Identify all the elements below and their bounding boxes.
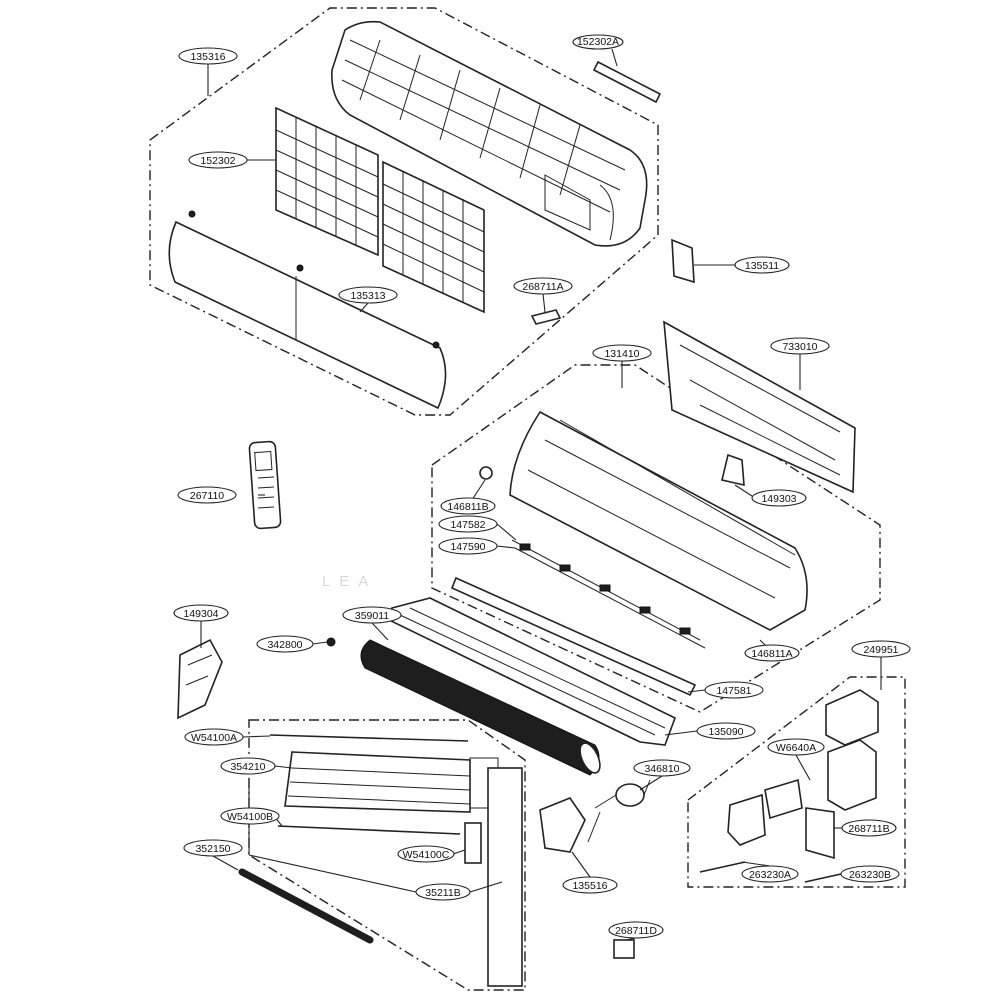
callout-label-346810: 346810 xyxy=(633,759,691,777)
front-cover-panel-part xyxy=(168,210,447,410)
callout-label-263230A: 263230A xyxy=(741,865,799,883)
label-sticker-part xyxy=(613,939,635,959)
air-filter-part xyxy=(275,106,485,314)
callout-text: 359011 xyxy=(355,610,389,622)
chassis-part xyxy=(509,410,808,631)
callout-text: 131410 xyxy=(604,348,639,360)
evaporator-part xyxy=(284,751,499,813)
bearing-holder-part xyxy=(326,637,336,647)
callout-text: 268711A xyxy=(522,281,563,293)
left-holder-part xyxy=(177,638,223,720)
callout-text: 152302 xyxy=(200,155,235,167)
callout-text: 268711B xyxy=(848,823,889,835)
callout-text: 263230A xyxy=(749,869,791,881)
callout-label-354210: 354210 xyxy=(220,757,276,775)
pipe-b-part xyxy=(277,825,461,835)
callout-text: 149303 xyxy=(761,493,796,505)
callout-text: 152302A xyxy=(577,36,619,48)
callout-text: 268711D xyxy=(615,925,657,937)
callout-label-35211B: 35211B xyxy=(415,883,471,901)
callout-label-147582: 147582 xyxy=(438,515,498,533)
callout-text: 35211B xyxy=(425,887,460,899)
callout-label-152302: 152302 xyxy=(188,151,248,169)
callout-label-249951: 249951 xyxy=(851,640,911,658)
installation-plate-part xyxy=(663,320,856,494)
callout-label-268711B: 268711B xyxy=(841,819,897,837)
callout-text: 135516 xyxy=(572,880,607,892)
callout-text: 352150 xyxy=(195,843,230,855)
callout-label-146811B: 146811B xyxy=(440,497,496,515)
bearing-part xyxy=(479,466,493,480)
callout-label-W54100A: W54100A xyxy=(184,728,244,746)
callout-text: 249951 xyxy=(863,644,898,656)
callout-label-152302A: 152302A xyxy=(572,34,624,50)
callout-label-359011: 359011 xyxy=(342,606,402,624)
callout-text: 147582 xyxy=(450,519,485,531)
callout-text: 342800 xyxy=(267,639,302,651)
callout-text: 135090 xyxy=(708,726,743,738)
callout-text: 149304 xyxy=(183,608,218,620)
callout-text: W54100A xyxy=(191,732,237,744)
crossflow-fan-part xyxy=(360,639,601,776)
callout-label-146811A: 146811A xyxy=(744,644,800,662)
display-strip-part xyxy=(592,60,662,104)
callout-label-W6640A: W6640A xyxy=(767,738,825,756)
chassis-group-border xyxy=(431,364,881,713)
callout-label-342800: 342800 xyxy=(256,635,314,653)
callout-label-263230B: 263230B xyxy=(840,865,900,883)
callout-text: W6640A xyxy=(776,742,816,754)
callout-text: 147590 xyxy=(450,541,485,553)
pipe-c-part xyxy=(464,822,482,864)
callout-text: 733010 xyxy=(782,341,817,353)
callout-text: W54100C xyxy=(403,849,450,861)
callout-label-149304: 149304 xyxy=(173,604,229,622)
callout-text: 146811A xyxy=(751,648,792,660)
callout-label-267110: 267110 xyxy=(177,486,237,504)
refrigerant-tube-part xyxy=(487,767,523,987)
clip-part xyxy=(530,309,562,325)
callout-label-147590: 147590 xyxy=(438,537,498,555)
pipe-a-part xyxy=(269,734,469,742)
callout-text: 354210 xyxy=(230,761,265,773)
callout-label-352150: 352150 xyxy=(183,839,243,857)
callout-label-135516: 135516 xyxy=(562,876,618,894)
callout-text: 135511 xyxy=(745,260,779,272)
callout-text: 267110 xyxy=(190,490,224,502)
remote-control-part xyxy=(248,440,282,530)
callout-text: 135316 xyxy=(190,51,225,63)
control-box-group-border xyxy=(687,676,906,888)
callout-label-268711A: 268711A xyxy=(513,277,573,295)
louver-vanes-part xyxy=(511,539,706,649)
callout-label-135511: 135511 xyxy=(734,256,790,274)
callout-label-131410: 131410 xyxy=(592,344,652,362)
callout-label-W54100B: W54100B xyxy=(220,807,280,825)
drain-hose-part xyxy=(238,868,374,944)
callout-label-135316: 135316 xyxy=(178,47,238,65)
callout-text: 346810 xyxy=(644,763,679,775)
bracket-part xyxy=(721,453,745,487)
callout-label-268711D: 268711D xyxy=(608,921,664,939)
control-box-part xyxy=(699,689,879,883)
callout-text: W54100B xyxy=(227,811,273,823)
fan-motor-part xyxy=(587,779,651,843)
front-grille-part xyxy=(331,20,648,247)
motor-cover-part xyxy=(539,797,586,853)
callout-text: 146811B xyxy=(447,501,488,513)
leader-lines xyxy=(200,48,882,941)
callout-label-733010: 733010 xyxy=(770,337,830,355)
callout-text: 147581 xyxy=(716,685,751,697)
callout-text: 263230B xyxy=(849,869,891,881)
callout-text: 135313 xyxy=(350,290,385,302)
watermark-text: LEA xyxy=(322,573,377,590)
callout-label-149303: 149303 xyxy=(751,489,807,507)
callout-label-147581: 147581 xyxy=(704,681,764,699)
callout-label-135313: 135313 xyxy=(338,286,398,304)
callout-label-W54100C: W54100C xyxy=(397,845,455,863)
callout-label-135090: 135090 xyxy=(696,722,756,740)
side-cover-part xyxy=(671,238,695,284)
discharge-grille-part xyxy=(450,576,697,697)
